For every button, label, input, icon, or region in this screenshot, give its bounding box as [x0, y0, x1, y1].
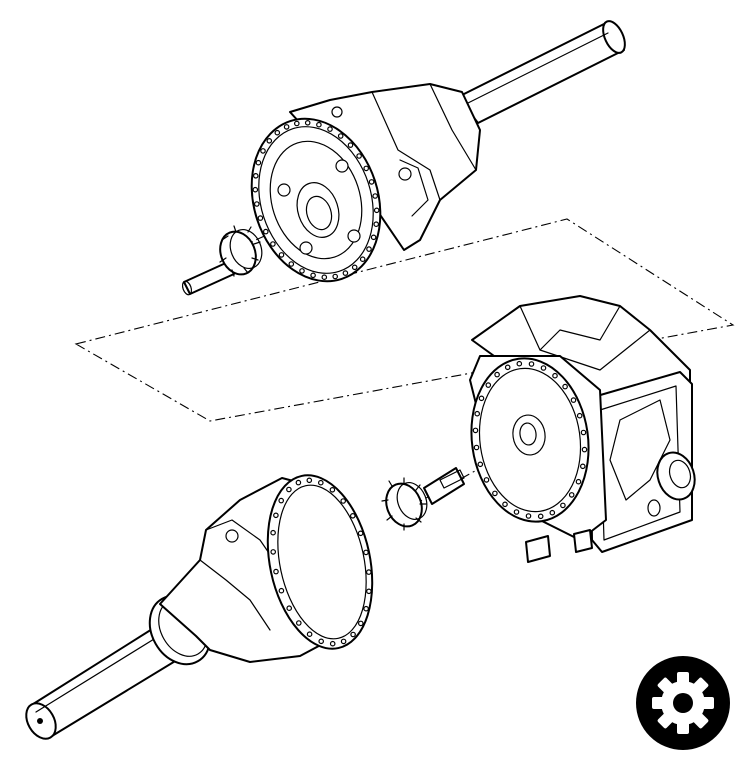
- gear-icon: [636, 656, 730, 750]
- gearbox-input-flange: [470, 357, 590, 523]
- upper-pinion-gear: [181, 225, 263, 296]
- gearbox-flange-bolts: [472, 360, 588, 520]
- upper-axle-assembly: [250, 20, 626, 283]
- upper-flange-bolts: [252, 120, 380, 281]
- upper-axle-housing: [289, 83, 481, 251]
- settings-button[interactable]: [636, 656, 730, 750]
- lower-axle-assembly: [25, 474, 374, 740]
- upper-flange: [250, 117, 382, 283]
- lower-pinion-gear: [381, 467, 465, 531]
- assembly-envelope-dashed: [74, 218, 735, 422]
- lower-flange: [266, 474, 374, 650]
- lower-flange-bolts: [270, 477, 372, 647]
- gearbox-housing: [469, 295, 696, 563]
- upper-axle-shaft: [457, 20, 626, 124]
